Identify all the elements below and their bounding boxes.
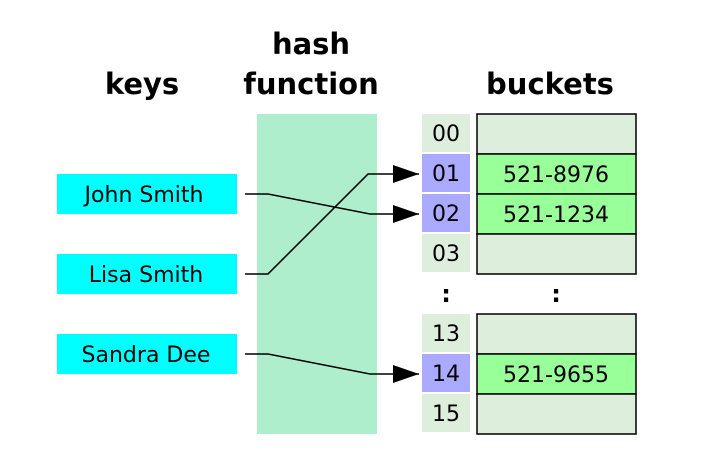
key-box [57, 334, 237, 374]
ellipsis-bucket: : [551, 280, 561, 308]
bucket-slot [476, 193, 637, 235]
bucket-index-box [422, 114, 470, 152]
hash-header-line2: function [243, 67, 378, 101]
bucket-index: 15 [432, 402, 460, 427]
bucket-index-box [422, 194, 470, 232]
key-item: Sandra Dee [57, 334, 237, 374]
bucket-slot [476, 113, 637, 155]
bucket-index-box [422, 154, 470, 192]
arrow-john-smith-to-02 [245, 193, 419, 223]
bucket-value: 521-8976 [503, 163, 609, 188]
bucket-row: 00 [422, 113, 637, 155]
bucket-row: 03 [422, 233, 637, 275]
bucket-row: 14 521-9655 [422, 353, 637, 395]
buckets-header: buckets [486, 67, 614, 101]
bucket-row: 15 [422, 393, 637, 435]
keys-list: John Smith Lisa Smith Sandra Dee [57, 174, 237, 374]
keys-header: keys [105, 67, 179, 101]
bucket-index: 03 [432, 242, 460, 267]
bucket-value: 521-1234 [503, 203, 609, 228]
ellipsis-index: : [441, 280, 451, 308]
bucket-index-box [422, 234, 470, 272]
bucket-index-box [422, 354, 470, 392]
bucket-index: 01 [432, 162, 460, 187]
bucket-row: 13 [422, 313, 637, 355]
bucket-index-box [422, 314, 470, 352]
key-label: Lisa Smith [89, 263, 203, 288]
key-box [57, 254, 237, 294]
bucket-index: 14 [432, 362, 460, 387]
key-item: John Smith [57, 174, 237, 214]
bucket-group: 13 14 521-9655 15 [422, 313, 637, 435]
bucket-group: 00 01 521-8976 02 521-1234 03 [422, 113, 637, 275]
bucket-slot [476, 153, 637, 195]
key-item: Lisa Smith [57, 254, 237, 294]
bucket-slot [476, 393, 637, 435]
bucket-index-box [422, 394, 470, 432]
hash-function-column [257, 114, 377, 434]
bucket-index: 00 [432, 122, 460, 147]
bucket-slot [476, 233, 637, 275]
key-box [57, 174, 237, 214]
bucket-value: 521-9655 [503, 363, 609, 388]
bucket-index: 02 [432, 202, 460, 227]
arrow-sandra-dee-to-14 [245, 353, 419, 383]
bucket-index: 13 [432, 322, 460, 347]
bucket-slot [476, 353, 637, 395]
key-label: John Smith [83, 183, 204, 208]
bucket-row: 02 521-1234 [422, 193, 637, 235]
bucket-slot [476, 313, 637, 355]
hash-header-line1: hash [272, 27, 350, 61]
key-label: Sandra Dee [82, 343, 211, 368]
hash-mappings [245, 165, 419, 383]
arrow-lisa-smith-to-01 [245, 165, 419, 275]
bucket-row: 01 521-8976 [422, 153, 637, 195]
